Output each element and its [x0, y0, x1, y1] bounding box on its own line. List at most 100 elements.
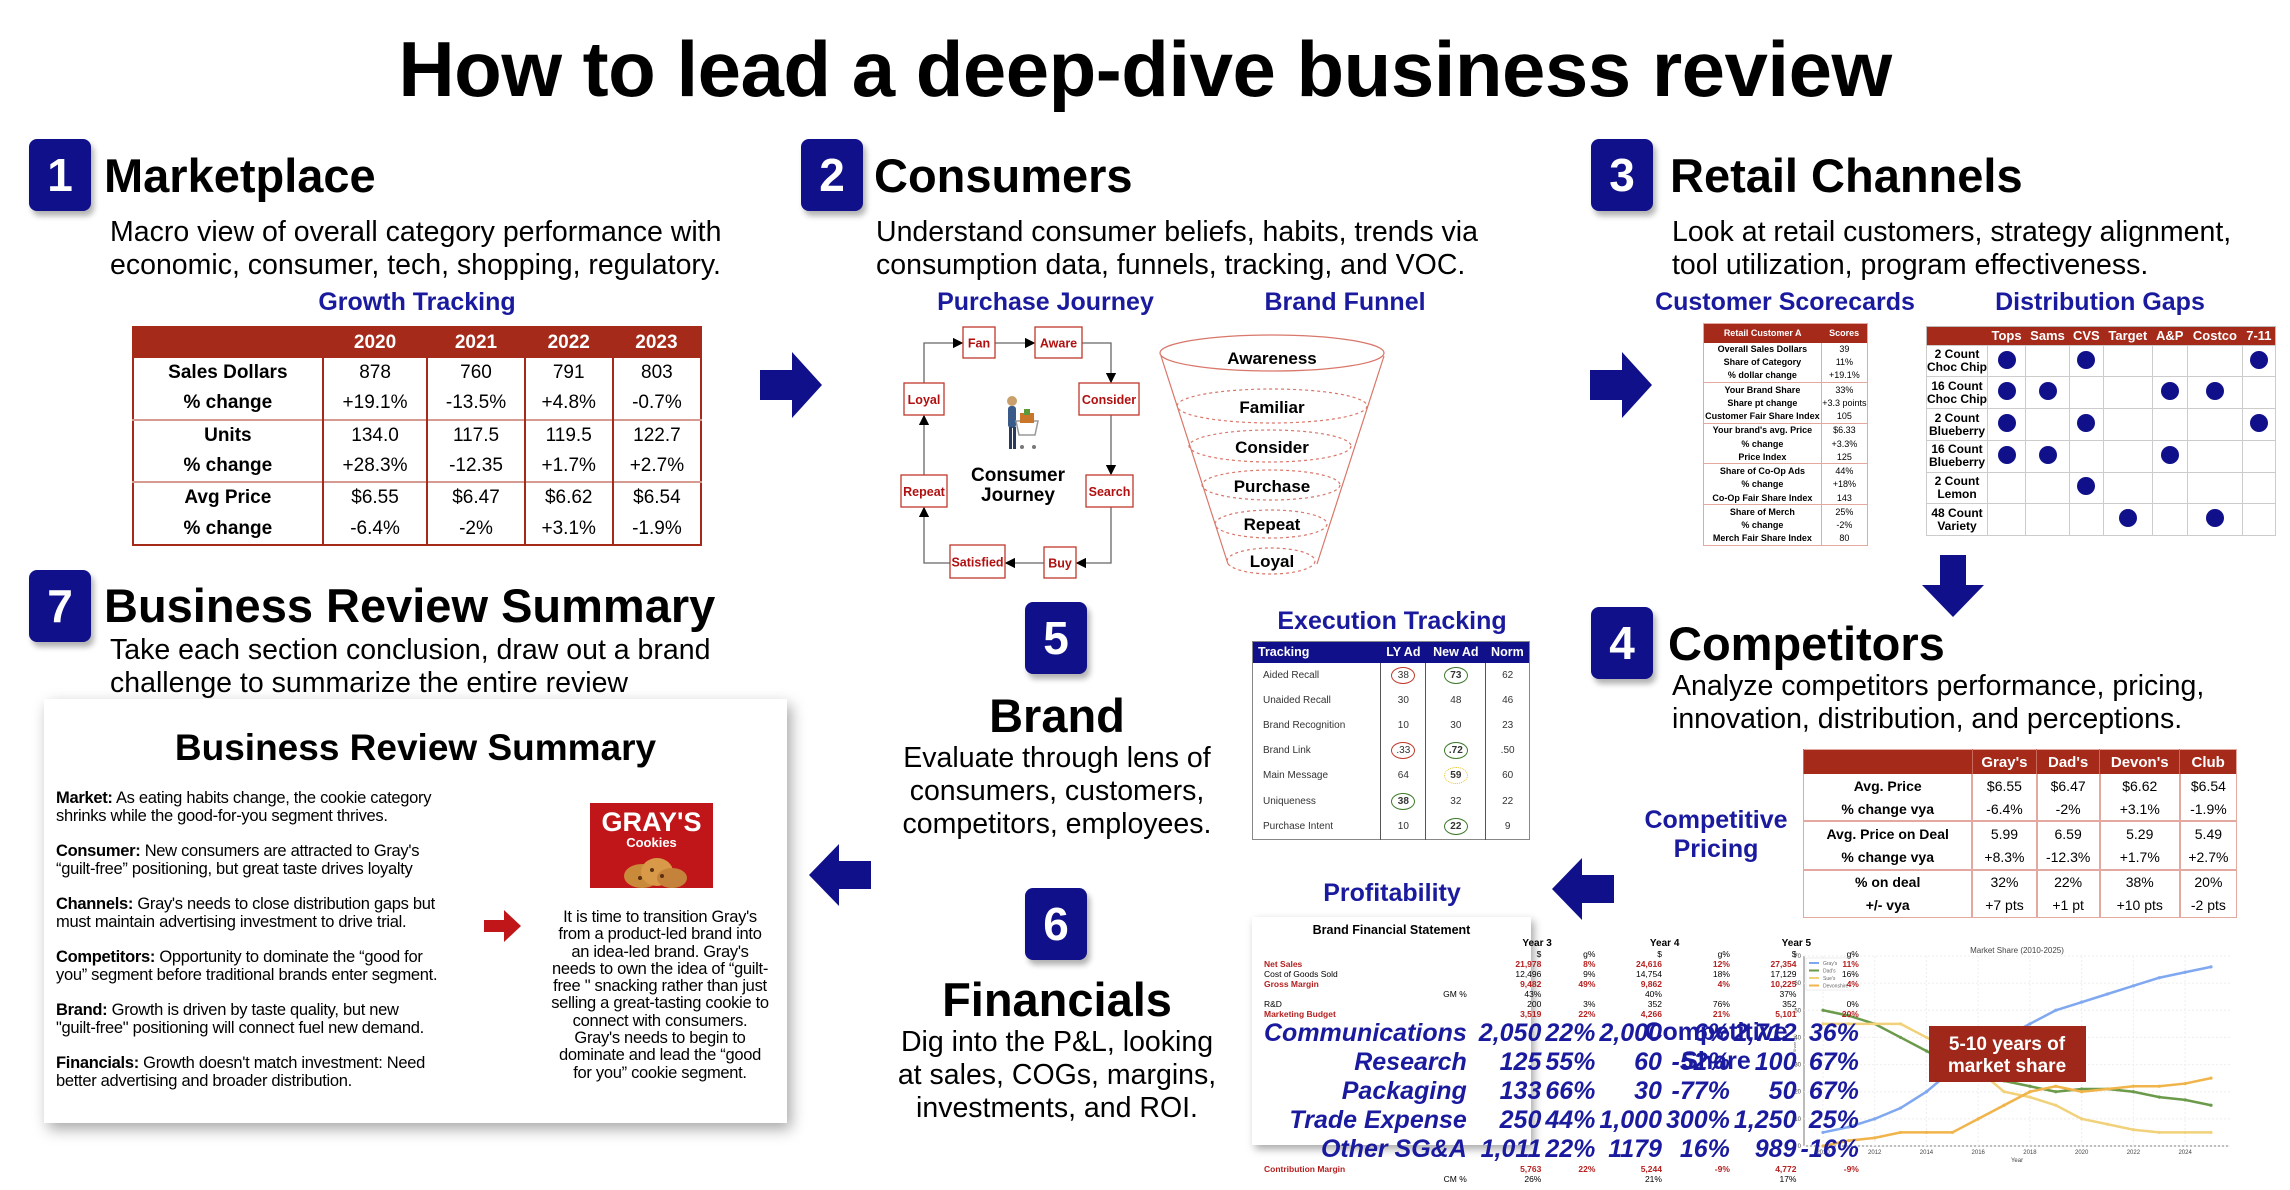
distribution-cell — [2102, 344, 2153, 378]
chart-title: Market Share (2010-2025) — [1970, 946, 2064, 955]
column-header: Gray's — [1971, 749, 2037, 775]
distribution-cell — [2186, 376, 2244, 410]
distribution-cell — [2242, 439, 2276, 473]
row-label: Price Index — [1703, 450, 1822, 464]
table-cell: 27,354 — [1770, 959, 1797, 969]
table-cell: 32% — [1971, 868, 2037, 894]
distribution-cell — [2186, 471, 2244, 505]
y-tick-label: 60 — [1794, 981, 1801, 987]
table-cell: +28.3% — [321, 450, 428, 483]
data-point — [1821, 1008, 1825, 1012]
table-cell: +3.1% — [523, 513, 613, 545]
table-cell: 989 — [1754, 1135, 1797, 1163]
funnel-stage-label: Familiar — [1239, 398, 1305, 417]
column-header — [1803, 749, 1973, 775]
x-tick-label: 2010 — [1816, 1150, 1830, 1156]
table-cell: 22% — [1545, 1135, 1596, 1163]
series-line-devonshire — [1822, 1076, 2212, 1148]
table-cell: 66% — [1545, 1077, 1596, 1105]
table-cell: -9% — [1714, 1164, 1730, 1174]
distribution-dot-icon — [1997, 445, 2016, 464]
table-cell: 38 — [1380, 662, 1426, 689]
table-cell: 4% — [1717, 979, 1730, 989]
logo-sub: Cookies — [626, 835, 677, 850]
table-cell: $6.54 — [611, 481, 701, 514]
row-label: % change — [1703, 437, 1822, 451]
data-point — [1899, 1022, 1903, 1026]
arrow-right-icon — [1590, 352, 1652, 418]
table-cell: $6.54 — [2178, 774, 2237, 798]
column-header: $ — [1657, 949, 1662, 959]
series-line-dads — [1822, 1009, 2212, 1107]
competitive-pricing-label: Competitive Pricing — [1634, 806, 1798, 864]
arrow-left-icon — [1552, 858, 1614, 920]
distribution-cell — [2025, 471, 2070, 505]
table-cell: 105 — [1836, 411, 1852, 422]
retailer-header: A&P — [2152, 326, 2188, 346]
customer-scorecards-label: Customer Scorecards — [1655, 288, 1915, 316]
table-cell: 30 — [1634, 1077, 1662, 1105]
data-point — [1847, 1138, 1851, 1143]
paragraph-line: Competitors: Opportunity to dominate the… — [56, 948, 496, 967]
row-label: Avg Price — [133, 481, 323, 514]
paragraph-text: Opportunity to dominate the “good for — [155, 948, 423, 966]
distribution-cell — [2102, 408, 2153, 441]
row-label: % change vya — [1841, 800, 1934, 817]
label-line: Competitive — [1644, 806, 1788, 834]
journey-step-label: Buy — [1048, 557, 1072, 571]
paragraph-line: shrinks while the good-for-you segment t… — [56, 806, 388, 825]
row-label: Customer Fair Share Index — [1703, 409, 1822, 424]
paragraph-line: “guilt-free” positioning, but great tast… — [56, 859, 413, 878]
data-point — [2209, 965, 2213, 969]
distribution-dot-icon — [2077, 477, 2096, 496]
data-point — [2157, 1130, 2161, 1135]
table-cell: 133 — [1499, 1077, 1542, 1105]
data-point — [2028, 1084, 2032, 1088]
table-cell: $6.47 — [426, 481, 525, 514]
journey-step-box — [903, 382, 945, 416]
column-header: $ — [1791, 949, 1797, 959]
table-cell: 0% — [1846, 999, 1859, 1009]
product-name-line: 48 Count — [1931, 505, 1983, 520]
cell-value: Unaided Recall — [1263, 695, 1331, 707]
conclusion-line: It is time to transition Gray's — [563, 908, 757, 926]
section-1-badge: 1 — [29, 139, 91, 211]
table-cell: .50 — [1485, 738, 1530, 764]
summary-paragraph: Competitors: Opportunity to dominate the… — [56, 948, 496, 984]
cell-value: 22 — [1502, 795, 1514, 807]
table-cell: 3,519 — [1520, 1009, 1542, 1019]
row-label: Your brand's avg. Price — [1703, 422, 1822, 438]
journey-step-box — [1085, 474, 1134, 508]
table-cell: 10 — [1380, 713, 1426, 739]
desc-line: investments, and ROI. — [916, 1092, 1198, 1124]
table-cell: -12.3% — [2035, 845, 2100, 870]
distribution-cell — [2186, 439, 2244, 473]
column-header: Retail Customer A — [1703, 323, 1822, 343]
table-cell: +18% — [1832, 479, 1857, 490]
row-label: R&D — [1264, 999, 1282, 1009]
table-cell: 200 — [1527, 999, 1542, 1009]
column-header: g% — [1717, 949, 1730, 959]
column-header: 2020 — [322, 327, 428, 359]
table-cell: 23 — [1485, 713, 1530, 739]
table-cell: 55% — [1545, 1048, 1596, 1076]
table-cell: 16% — [1679, 1135, 1730, 1163]
table-row: % change-6.4%-2%+3.1%-1.9% — [133, 513, 701, 545]
table-cell: $6.55 — [1971, 774, 2037, 798]
x-tick-label: 2020 — [2075, 1150, 2089, 1156]
chart-xlabel: Year — [2011, 1158, 2023, 1164]
table-cell: $6.62 — [2098, 774, 2180, 798]
column-header: Tracking — [1252, 641, 1381, 663]
distribution-dot-icon — [2160, 382, 2179, 401]
table-row: Customer Fair Share Index 105 — [1703, 409, 1868, 424]
table-cell: 5,763 — [1520, 1164, 1542, 1174]
distribution-dot-icon — [1997, 414, 2016, 432]
row-label: +/- vya — [1865, 897, 1910, 914]
retailer-header: 7-11 — [2242, 326, 2276, 346]
table-cell: -1.9% — [2178, 797, 2237, 822]
